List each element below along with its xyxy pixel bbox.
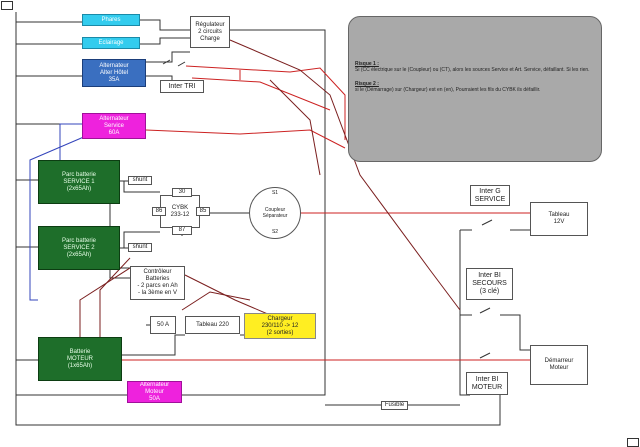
tableau-12v-box: Tableau 12V <box>530 202 588 236</box>
coupleur-circle <box>249 187 301 239</box>
cybk-terminal-85: 85 <box>196 207 210 216</box>
cybk-terminal-30: 30 <box>172 188 192 197</box>
demarreur-box: Démarreur Moteur <box>530 345 588 385</box>
inter-secours-box: Inter BI SECOURS (3 clé) <box>466 268 513 300</box>
risk-note-panel: Risque 1 : Si (CC électrique sur le (Cou… <box>348 16 602 162</box>
coupleur-label: Coupleur Séparateur <box>262 207 288 219</box>
corner-marker-bottom-right <box>627 438 639 447</box>
alternateur-hotel-box: Alternateur Alter Hôtel 35A <box>82 59 146 87</box>
cybk-terminal-86: 86 <box>152 207 166 216</box>
alternateur-moteur-box: Alternateur Moteur 50A <box>127 381 182 403</box>
inter-moteur-box: Inter BI MOTEUR <box>466 372 508 395</box>
shunt1-box: shunt <box>128 176 152 185</box>
switch-symbols <box>162 59 493 359</box>
inter-service-box: Inter G SERVICE <box>470 185 510 206</box>
cybk-relay-box: CYBK 233-12 <box>160 195 200 228</box>
phares-box: Phares <box>82 14 140 26</box>
risk1-text: Si (CC électrique sur le (Coupleur) ou (… <box>355 67 590 73</box>
box-50a: 50 A <box>150 316 176 334</box>
inter-tri-box: Inter TRI <box>160 80 204 93</box>
risk2-text: si le (Démarrage) sur (Chargeur) est en … <box>355 87 541 93</box>
alternateur-service-box: Alternateur Service 60A <box>82 113 146 139</box>
red-wires <box>122 65 530 361</box>
shunt2-box: shunt <box>128 243 152 252</box>
dark-red-wires <box>79 39 461 360</box>
controleur-box: Contrôleur Batteries - 2 parcs en Ah - l… <box>130 266 185 300</box>
eclairage-box: Eclairage <box>82 37 140 49</box>
cybk-terminal-87: 87 <box>172 226 192 235</box>
parc-service1-box: Parc batterie SERVICE 1 (2x65Ah) <box>38 160 120 204</box>
corner-marker-top-left <box>1 1 13 10</box>
ground-bus <box>15 12 501 426</box>
tableau-220-box: Tableau 220 <box>185 316 240 334</box>
risk2-title: Risque 2 : <box>355 81 379 87</box>
coupleur-s2-label: S2 <box>271 229 279 235</box>
chargeur-box: Chargeur 230/110 -> 12 (2 sorties) <box>244 313 316 339</box>
parc-service2-box: Parc batterie SERVICE 2 (2x65Ah) <box>38 226 120 270</box>
fusible-box: Fusible <box>381 401 408 410</box>
coupleur-s1-label: S1 <box>271 190 279 196</box>
batterie-moteur-box: Batterie MOTEUR (1x65Ah) <box>38 337 122 381</box>
regulateur-box: Régulateur 2 circuits Charge <box>190 16 230 48</box>
risk1-title: Risque 1 : <box>355 61 379 67</box>
